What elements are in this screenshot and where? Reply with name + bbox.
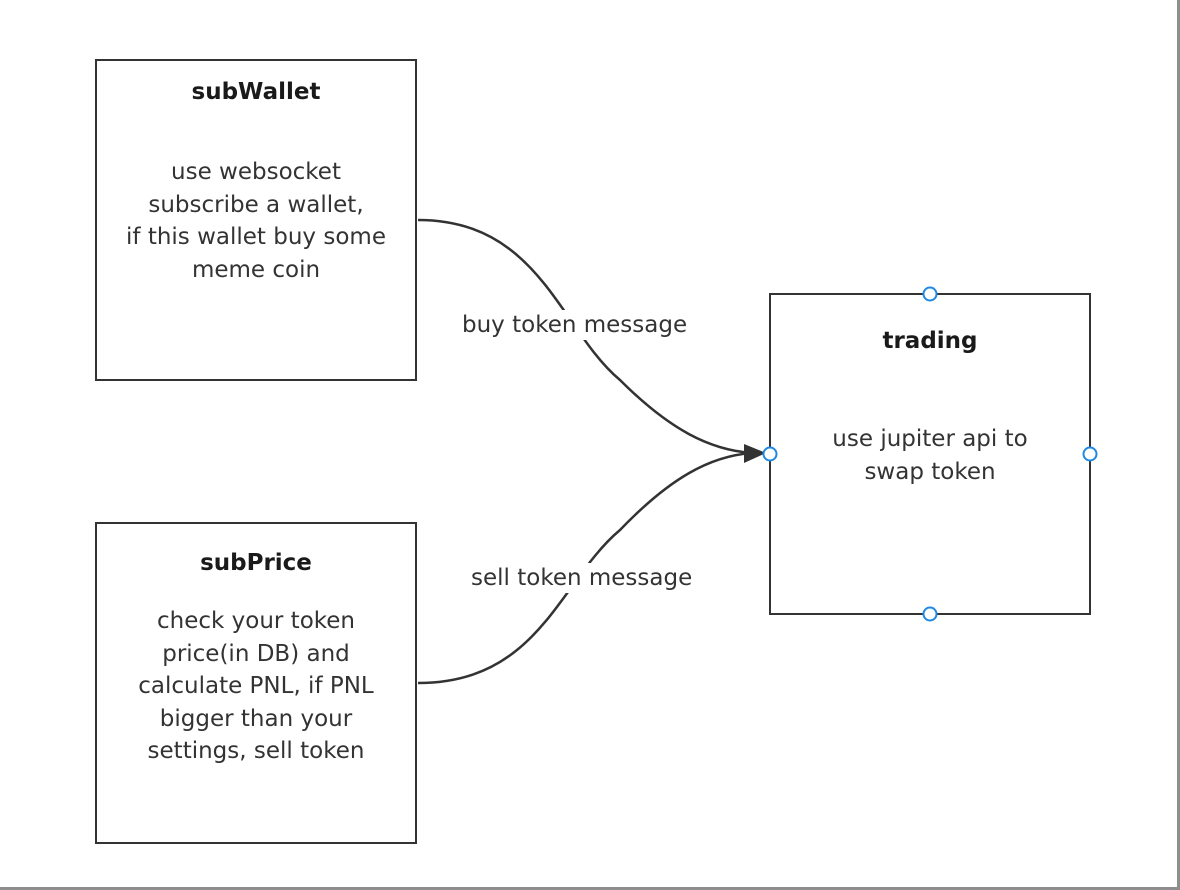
connector-handle-top[interactable] <box>922 286 938 302</box>
node-description-line: if this wallet buy some <box>126 224 386 250</box>
edge-buy-line[interactable] <box>417 218 753 455</box>
connector-handle-right[interactable] <box>1082 446 1098 462</box>
connector-handle-bottom[interactable] <box>922 606 938 622</box>
edge-label-buy: buy token message <box>458 310 692 340</box>
edge-label-sell: sell token message <box>467 563 697 593</box>
node-description-line: use jupiter api to <box>832 426 1028 452</box>
node-title: trading <box>882 328 978 354</box>
node-description-line: use websocket <box>171 159 341 185</box>
node-description: use jupiter api to swap token <box>779 423 1081 488</box>
edge-sell-line[interactable] <box>417 451 753 685</box>
arrowhead-icon <box>744 444 766 463</box>
node-description-line: price(in DB) and <box>162 640 350 667</box>
node-description-line: settings, sell token <box>147 738 365 764</box>
node-description-line: check your token <box>157 608 355 634</box>
node-description-line: bigger than your <box>159 705 353 732</box>
node-description-line: calculate PNL, if PNL <box>138 673 374 699</box>
node-description: use websocket subscribe a wallet, if thi… <box>105 156 407 286</box>
node-description-line: meme coin <box>191 256 321 283</box>
node-subwallet[interactable]: subWallet use websocket subscribe a wall… <box>95 59 417 381</box>
connector-handle-left[interactable] <box>762 446 778 462</box>
node-description-line: subscribe a wallet, <box>148 191 364 218</box>
node-trading[interactable]: trading use jupiter api to swap token <box>769 293 1091 615</box>
node-title: subPrice <box>200 550 312 576</box>
node-description: check your token price(in DB) and calcul… <box>105 605 407 768</box>
node-title: subWallet <box>191 79 321 105</box>
node-subprice[interactable]: subPrice check your token price(in DB) a… <box>95 522 417 844</box>
node-description-line: swap token <box>864 458 996 485</box>
